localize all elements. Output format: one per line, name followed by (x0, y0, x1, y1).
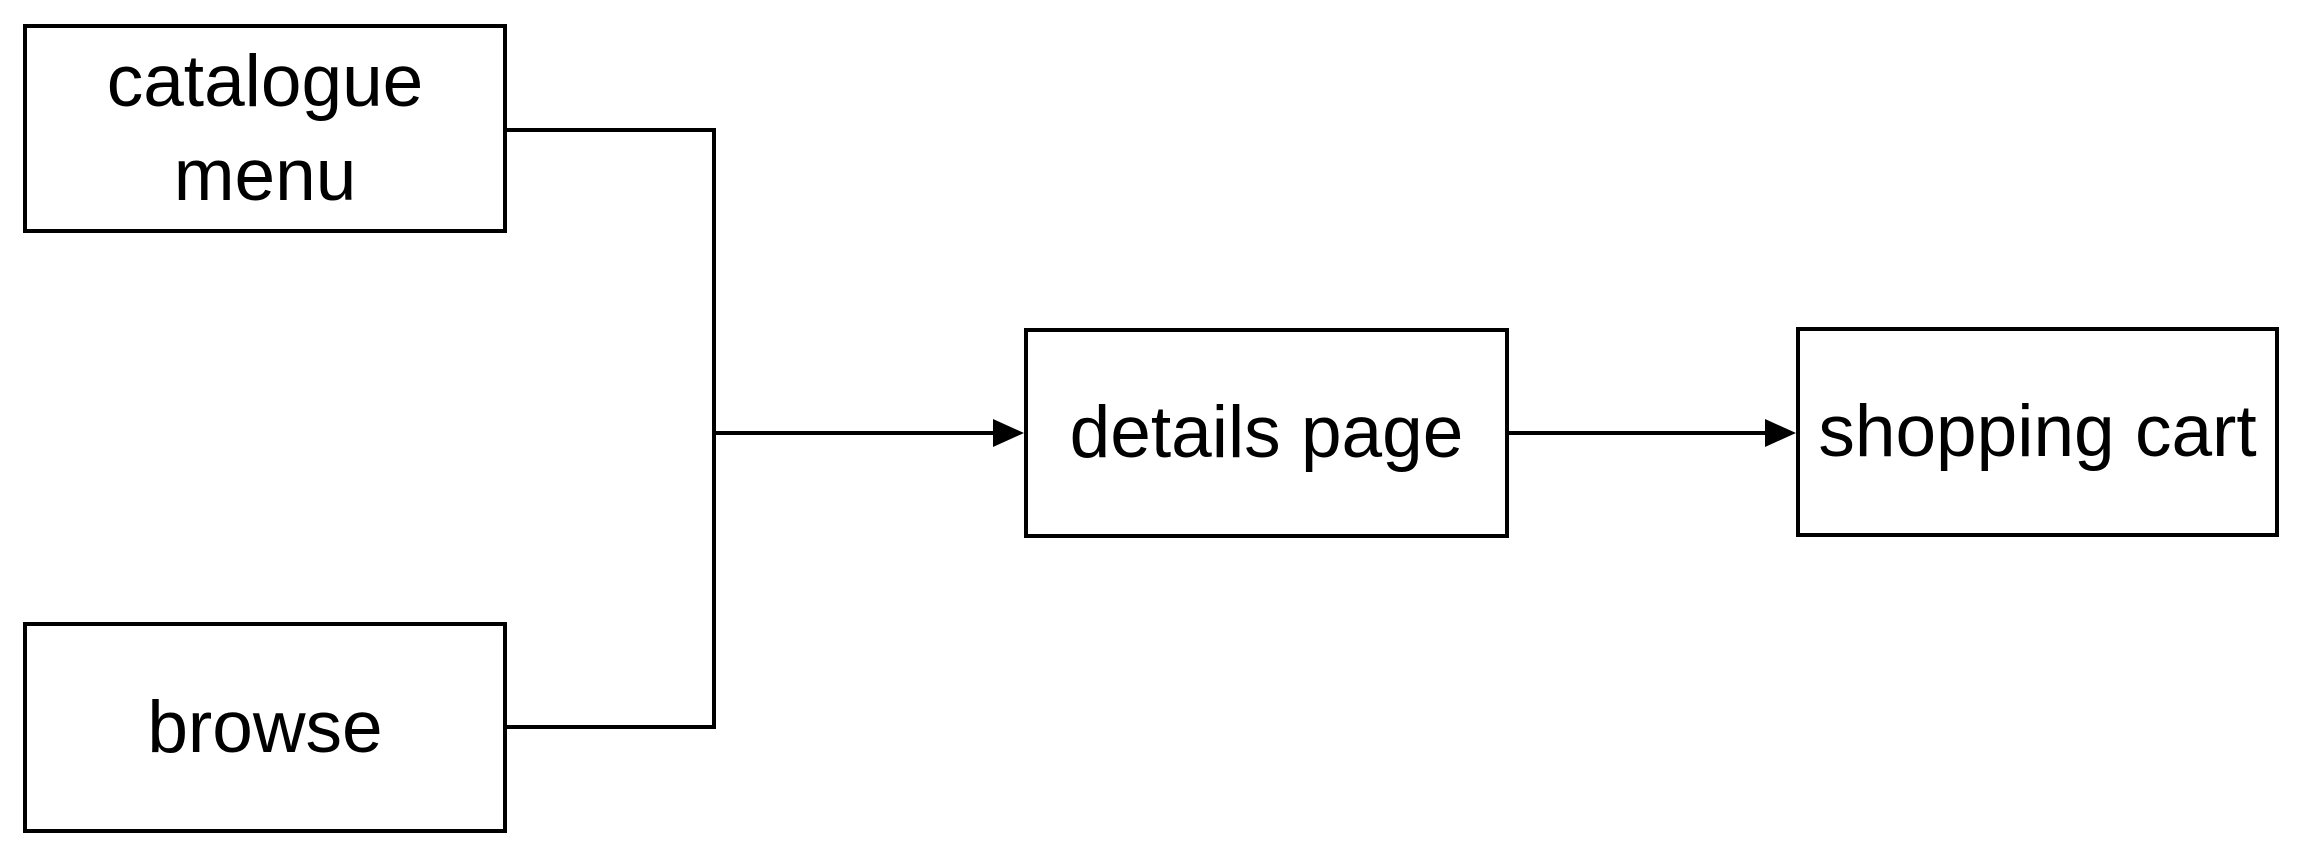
node-shopping-cart-label: shopping cart (1818, 391, 2257, 473)
node-catalogue-menu: catalogue menu (23, 24, 507, 233)
node-catalogue-menu-label: catalogue menu (106, 41, 424, 216)
arrowhead-shopping-cart (1765, 419, 1796, 447)
node-browse-label: browse (147, 686, 383, 768)
arrowhead-details-page (993, 419, 1024, 447)
node-shopping-cart: shopping cart (1796, 327, 2279, 537)
node-details-page: details page (1024, 328, 1509, 538)
node-details-page-label: details page (1069, 392, 1464, 474)
node-browse: browse (23, 622, 507, 833)
